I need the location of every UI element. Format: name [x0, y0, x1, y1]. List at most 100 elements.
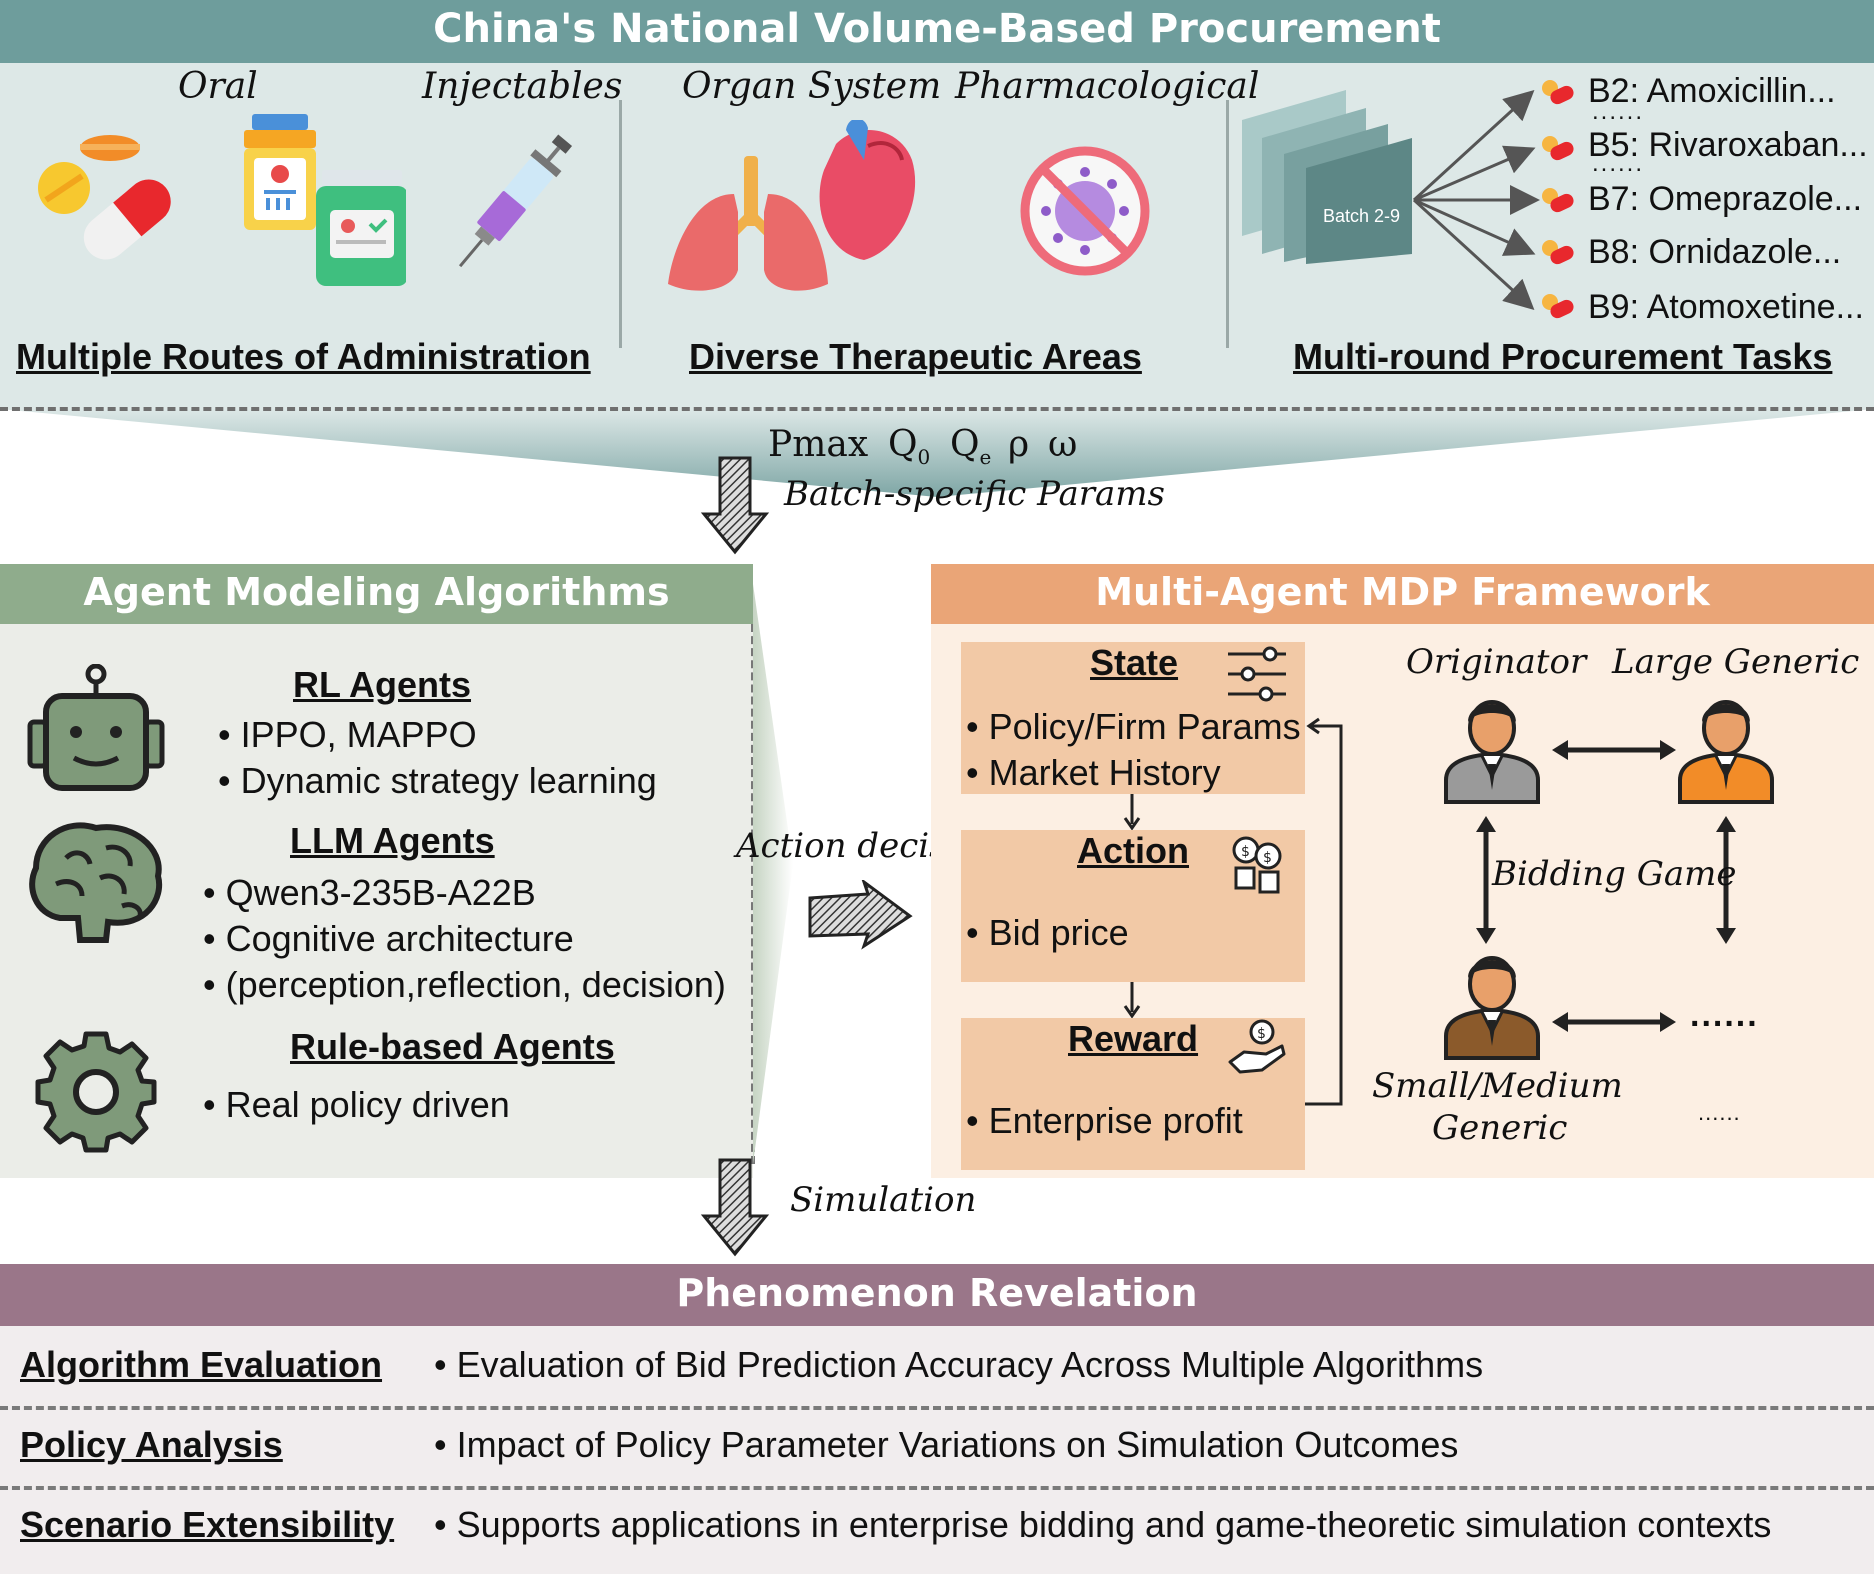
row-scenario-label: Scenario Extensibility: [20, 1504, 395, 1545]
virus-forbidden-icon: [1020, 146, 1150, 276]
row-policy-label: Policy Analysis: [20, 1424, 283, 1465]
svg-text:$: $: [1257, 1026, 1266, 1042]
divider-1: [619, 100, 622, 348]
top-title: China's National Volume-Based Procuremen…: [433, 6, 1441, 52]
rl-bullet-1: IPPO, MAPPO: [218, 714, 477, 756]
medicine-bottles-icon: [244, 114, 406, 286]
feedback-loop-arrow: [1305, 717, 1343, 1106]
param-q0-sub: 0: [917, 445, 931, 470]
players-dots-1: ......: [1690, 996, 1759, 1034]
top-header: [0, 0, 1874, 63]
hand-coin-icon: $: [1228, 1019, 1286, 1074]
state-bullet-2: Market History: [966, 752, 1221, 794]
label-pharmacological: Pharmacological: [955, 66, 1260, 107]
batch-item-b8: B8: Ornidazole...: [1588, 233, 1842, 271]
rule-bullet-1: Real policy driven: [203, 1084, 510, 1126]
tasks-title: Multi-round Procurement Tasks: [1293, 336, 1833, 377]
agents-title: Agent Modeling Algorithms: [83, 570, 670, 614]
reward-box: [961, 1018, 1305, 1170]
mdp-title: Multi-Agent MDP Framework: [1095, 570, 1710, 614]
agents-header: [0, 564, 753, 624]
robot-icon: [27, 664, 165, 791]
param-omega: ω: [1048, 424, 1078, 465]
small-medium-label-1: Small/Medium: [1372, 1066, 1623, 1106]
llm-bullet-1: Qwen3-235B-A22B: [203, 872, 536, 914]
player-originator-label: Originator: [1406, 642, 1587, 682]
row-policy-text: Impact of Policy Parameter Variations on…: [434, 1424, 1459, 1466]
row-scenario-text: Supports applications in enterprise bidd…: [434, 1504, 1772, 1546]
large-generic-person-icon: [1678, 700, 1774, 804]
batch-item-b5: B5: Rivaroxaban...: [1588, 126, 1868, 164]
action-title: Action: [1077, 830, 1189, 871]
originator-person-icon: [1444, 700, 1540, 804]
pill-icon-4: [1542, 240, 1574, 265]
funnel-shape: [0, 409, 1874, 497]
batch-item-b7: B7: Omeprazole...: [1588, 180, 1863, 218]
arrow-state-to-action: [1123, 794, 1141, 830]
right-arrow: [808, 880, 913, 950]
mdp-header: [931, 564, 1874, 624]
svg-text:$: $: [1241, 844, 1250, 860]
batch-ellipsis-2: ......: [1592, 150, 1645, 177]
connector-wedge: [753, 584, 793, 1164]
rule-title: Rule-based Agents: [290, 1026, 615, 1067]
row-divider-1: [0, 1406, 1874, 1410]
arrow-action-to-reward: [1123, 982, 1141, 1018]
small-medium-person-icon: [1444, 956, 1540, 1060]
phenomenon-title: Phenomenon Revelation: [676, 1271, 1198, 1315]
bid-money-icon: $ $: [1232, 836, 1282, 894]
batch-item-b9: B9: Atomoxetine...: [1588, 288, 1864, 326]
batch-label: Batch 2-9: [1323, 206, 1401, 226]
action-bullet-1: Bid price: [966, 912, 1129, 954]
lungs-heart-icon: [668, 120, 916, 291]
param-rho: ρ: [1008, 424, 1030, 465]
down-arrow-1: [700, 456, 770, 555]
llm-bullet-3: (perception,reflection, decision): [203, 964, 726, 1006]
pills-icon: [38, 135, 171, 260]
llm-title: LLM Agents: [290, 820, 495, 861]
top-dashed-divider: [0, 407, 1874, 411]
label-organ-system: Organ System: [682, 66, 942, 107]
param-qe-sub: e: [979, 445, 992, 470]
param-qe-symbol: Q: [950, 424, 980, 465]
areas-title: Diverse Therapeutic Areas: [689, 336, 1142, 377]
players-dots-2: ......: [1698, 1100, 1741, 1125]
small-medium-label-2: Generic: [1432, 1108, 1568, 1148]
phenomenon-header: [0, 1264, 1874, 1326]
svg-text:$: $: [1263, 850, 1272, 866]
params-caption: Batch-specific Params: [784, 474, 1165, 514]
pill-icon-2: [1542, 136, 1574, 161]
llm-bullet-2: Cognitive architecture: [203, 918, 574, 960]
simulation-label: Simulation: [790, 1180, 977, 1220]
gear-icon: [35, 1031, 157, 1153]
label-injectables: Injectables: [422, 66, 623, 107]
batch-ellipsis-1: ......: [1592, 98, 1645, 125]
down-arrow-2: [700, 1158, 770, 1257]
reward-title: Reward: [1068, 1018, 1199, 1059]
syringe-icon: [458, 134, 573, 268]
routes-title: Multiple Routes of Administration: [16, 336, 591, 377]
rl-bullet-2: Dynamic strategy learning: [218, 760, 657, 802]
batch-fan-arrows: [1412, 89, 1540, 311]
param-pmax: Pmax: [768, 424, 869, 465]
reward-bullet-1: Enterprise profit: [966, 1100, 1243, 1142]
divider-2: [1226, 100, 1229, 348]
sliders-icon: [1228, 646, 1286, 702]
pill-icon-5: [1542, 294, 1574, 319]
pill-icon-1: [1542, 80, 1574, 105]
pill-icon-3: [1542, 188, 1574, 213]
param-q0: Q0: [888, 424, 930, 469]
bidding-game-label: Bidding Game: [1492, 854, 1737, 894]
brain-icon: [29, 822, 163, 943]
batch-item-b2: B2: Amoxicillin...: [1588, 72, 1836, 110]
param-qe: Qe: [950, 424, 991, 469]
label-oral: Oral: [178, 66, 258, 107]
param-q0-symbol: Q: [888, 424, 918, 465]
row-algorithm-text: Evaluation of Bid Prediction Accuracy Ac…: [434, 1344, 1483, 1386]
player-arrows: [1476, 740, 1736, 1032]
row-algorithm-label: Algorithm Evaluation: [20, 1344, 383, 1385]
rl-title: RL Agents: [293, 664, 472, 705]
state-bullet-1: Policy/Firm Params: [966, 706, 1301, 748]
player-large-generic-label: Large Generic: [1612, 642, 1860, 682]
row-divider-2: [0, 1486, 1874, 1490]
